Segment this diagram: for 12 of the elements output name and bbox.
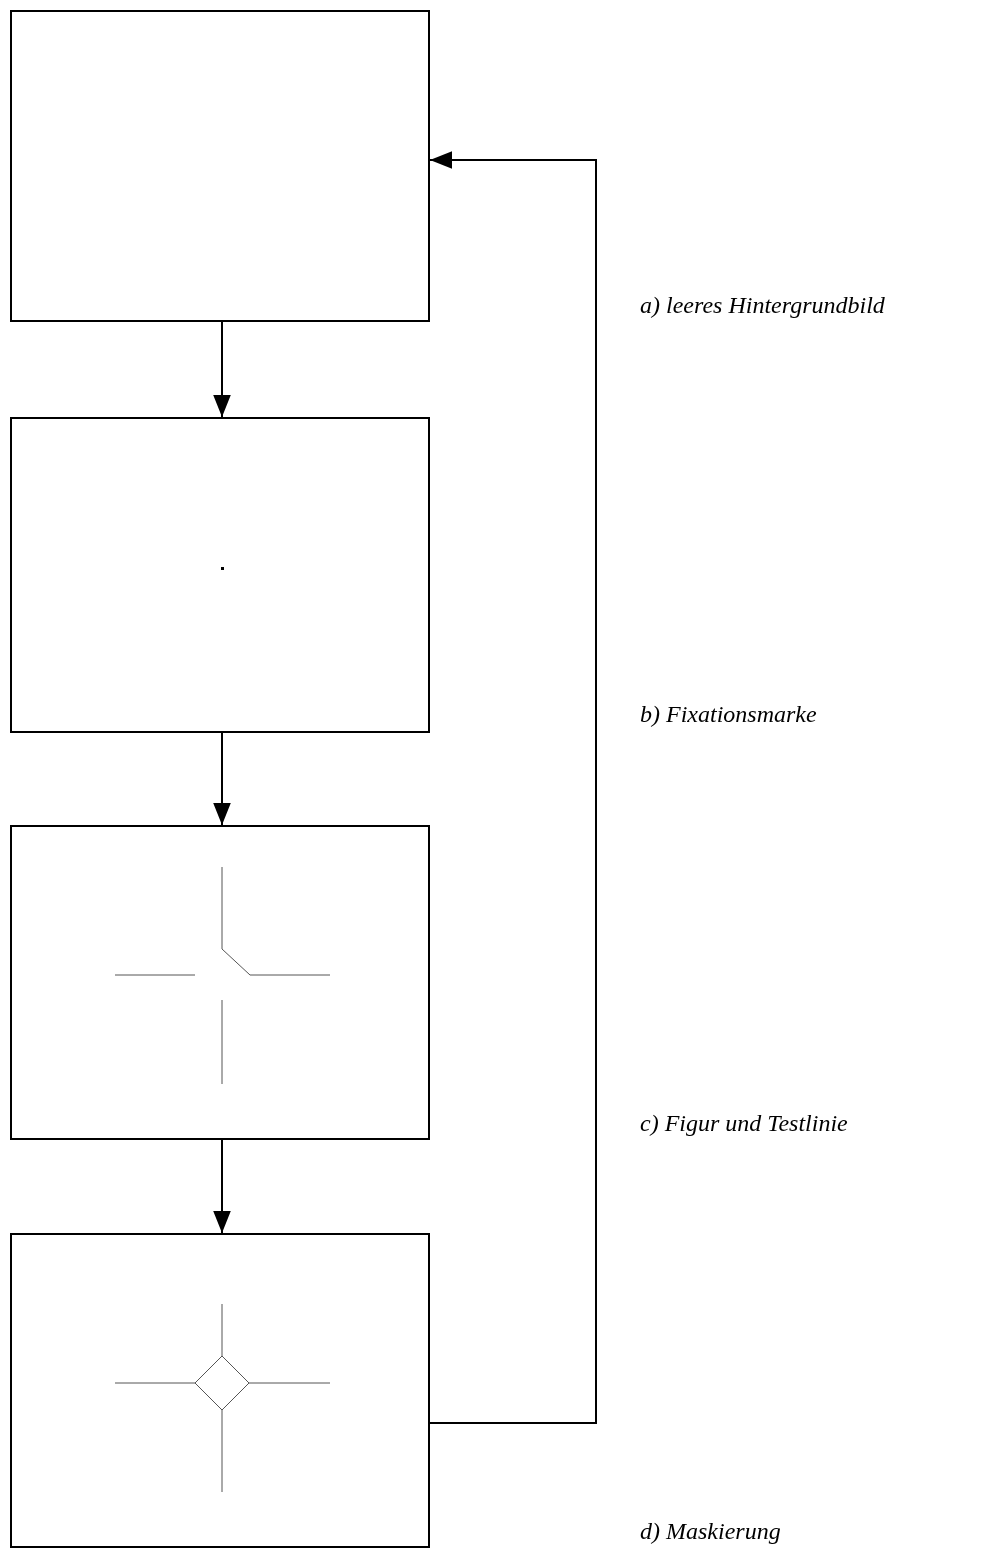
step-caption: a) leeres Hintergrundbild <box>640 292 885 319</box>
arrow <box>213 321 231 418</box>
step-caption: d) Maskierung <box>640 1518 781 1545</box>
arrow <box>213 732 231 826</box>
stimulus-screen-frame <box>10 417 430 733</box>
step-caption: c) Figur und Testlinie <box>640 1110 848 1137</box>
arrow <box>213 1139 231 1234</box>
arrow <box>429 151 597 1424</box>
step-caption: b) Fixationsmarke <box>640 701 817 728</box>
stimulus-screen-frame <box>10 1233 430 1548</box>
stimulus-screen-frame <box>10 825 430 1140</box>
blank-screen-frame <box>10 10 430 322</box>
